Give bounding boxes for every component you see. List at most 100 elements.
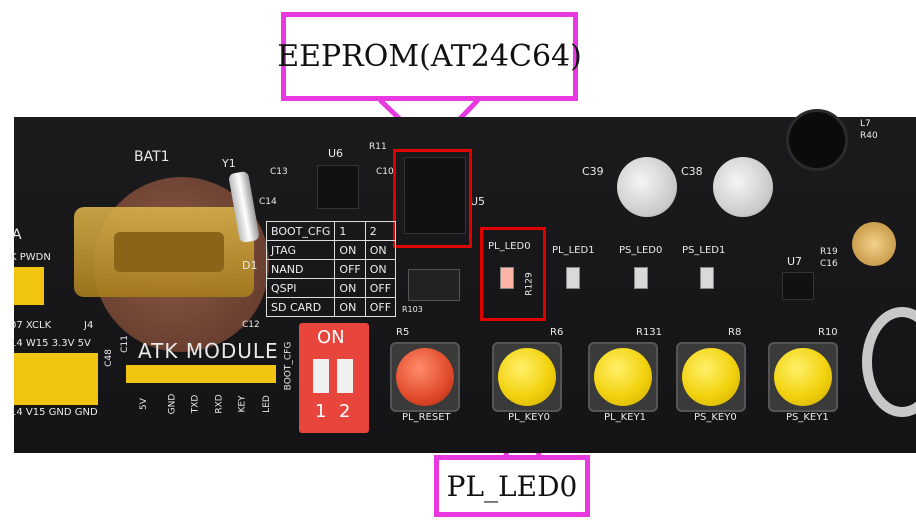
button-label: PL_KEY0 bbox=[508, 412, 550, 423]
bat-label: BAT1 bbox=[134, 149, 170, 165]
boot-row-sw2: ON bbox=[364, 259, 397, 279]
led-ps-led0 bbox=[634, 267, 648, 289]
r19-label: R19 bbox=[820, 247, 838, 257]
button-res-label: R8 bbox=[728, 327, 742, 338]
c12-label: C12 bbox=[242, 320, 260, 330]
pcb-board: BAT1 Y1 U6 R11 C10 C13 C14 U5 BOOT_CFG 1… bbox=[10, 109, 916, 453]
u6-label: U6 bbox=[328, 147, 344, 160]
boot-row-sw2: ON bbox=[364, 240, 397, 260]
led-ps-led1 bbox=[700, 267, 714, 289]
atk-pin-label: KEY bbox=[237, 395, 248, 413]
header-left-bottom bbox=[14, 353, 98, 405]
boot-row-sw1: ON bbox=[334, 297, 366, 317]
l7-label: L7 bbox=[860, 119, 871, 129]
eeprom-chip-u5 bbox=[404, 157, 466, 234]
button-res-label: R6 bbox=[550, 327, 564, 338]
cap-c38 bbox=[713, 157, 773, 217]
eeprom-callout-label: EEPROM(AT24C64) bbox=[277, 39, 582, 74]
button-res-label: R131 bbox=[636, 327, 663, 338]
c11-label: C11 bbox=[119, 335, 130, 353]
boot-header-label: BOOT_CFG bbox=[265, 221, 336, 241]
led-label: PL_LED0 bbox=[488, 241, 531, 252]
atk-pin-label: GND bbox=[167, 393, 178, 415]
pl-key0-button[interactable] bbox=[492, 342, 562, 412]
eeprom-highlight-box bbox=[393, 149, 472, 248]
button-label: PL_RESET bbox=[402, 412, 451, 423]
eeprom-callout: EEPROM(AT24C64) bbox=[277, 12, 582, 101]
boot-cfg-vertical-label: BOOT_CFG bbox=[283, 341, 294, 391]
header-left-top bbox=[14, 267, 44, 305]
y1-label: Y1 bbox=[222, 157, 236, 170]
c16-label: C16 bbox=[820, 259, 838, 269]
dip-on-label: ON bbox=[317, 327, 345, 348]
boot-row-mode: JTAG bbox=[265, 240, 336, 260]
pl-key1-button[interactable] bbox=[588, 342, 658, 412]
pl-key1-button-cap bbox=[594, 348, 652, 406]
dip-slot-1 bbox=[313, 359, 329, 393]
button-res-label: R5 bbox=[396, 327, 410, 338]
pl-key0-button-cap bbox=[498, 348, 556, 406]
boot-row-sw1: ON bbox=[334, 240, 366, 260]
left-a-label: A bbox=[12, 227, 22, 243]
c39-label: C39 bbox=[582, 165, 604, 178]
boot-row-sw2: OFF bbox=[364, 297, 397, 317]
r11-label: R11 bbox=[369, 142, 387, 152]
cap-c39 bbox=[617, 157, 677, 217]
ps-key1-button[interactable] bbox=[768, 342, 838, 412]
corner-logo bbox=[862, 307, 916, 417]
button-label: PS_KEY1 bbox=[786, 412, 829, 423]
atk-module-title: ATK MODULE bbox=[138, 339, 279, 363]
c14-label: C14 bbox=[259, 197, 277, 207]
boot-config-table: BOOT_CFG 1 2 JTAG ON ON NAND OFF ON QSPI… bbox=[265, 221, 397, 317]
c10-label: C10 bbox=[376, 167, 394, 177]
c48-label: C48 bbox=[103, 349, 114, 367]
led-label: PL_LED1 bbox=[552, 245, 595, 256]
brass-standoff bbox=[852, 222, 896, 266]
r103-label: R103 bbox=[402, 305, 423, 314]
atk-pin-label: TXD bbox=[190, 394, 201, 414]
boot-row-sw1: ON bbox=[334, 278, 366, 298]
u7-label: U7 bbox=[787, 255, 803, 268]
atk-pin-label: RXD bbox=[214, 394, 225, 414]
left-pwdn-label: K PWDN bbox=[10, 252, 51, 263]
atk-pin-label: 5V bbox=[138, 398, 149, 410]
j4-label: J4 bbox=[84, 320, 94, 331]
d1-label: D1 bbox=[242, 259, 258, 272]
led-label: PS_LED1 bbox=[682, 245, 726, 256]
c13-label: C13 bbox=[270, 167, 288, 177]
atk-module-header bbox=[126, 365, 276, 383]
chip-u6 bbox=[317, 165, 359, 209]
button-res-label: R10 bbox=[818, 327, 838, 338]
boot-row-mode: SD CARD bbox=[265, 297, 336, 317]
r40-label: R40 bbox=[860, 131, 878, 141]
led-pl-led1 bbox=[566, 267, 580, 289]
resistor-array bbox=[408, 269, 460, 301]
ps-key0-button-cap bbox=[682, 348, 740, 406]
battery-clip-inner bbox=[114, 232, 224, 272]
atk-pin-label: LED bbox=[261, 395, 272, 413]
pl-reset-button[interactable] bbox=[390, 342, 460, 412]
ps-key0-button[interactable] bbox=[676, 342, 746, 412]
c38-label: C38 bbox=[681, 165, 703, 178]
boot-header-2: 2 bbox=[364, 221, 397, 241]
dip-slot-2 bbox=[337, 359, 353, 393]
pl-led0-highlight-box bbox=[480, 227, 546, 321]
pl-reset-button-cap bbox=[396, 348, 454, 406]
boot-row-sw1: OFF bbox=[334, 259, 366, 279]
button-label: PS_KEY0 bbox=[694, 412, 737, 423]
boot-header-1: 1 bbox=[334, 221, 366, 241]
dip-2-label: 2 bbox=[339, 401, 351, 422]
ps-key1-button-cap bbox=[774, 348, 832, 406]
boot-row-mode: NAND bbox=[265, 259, 336, 279]
boot-row-sw2: OFF bbox=[364, 278, 397, 298]
u5-label: U5 bbox=[470, 195, 486, 208]
led-pl-led0 bbox=[500, 267, 514, 289]
left-bottom-row-label: 14 V15 GND GND bbox=[10, 407, 98, 418]
dip-1-label: 1 bbox=[315, 401, 327, 422]
dip-switch[interactable]: ON 1 2 bbox=[299, 323, 369, 433]
led-label: PS_LED0 bbox=[619, 245, 663, 256]
button-label: PL_KEY1 bbox=[604, 412, 646, 423]
chip-u7 bbox=[782, 272, 814, 300]
left-xclk-label: 07 XCLK bbox=[10, 320, 52, 331]
boot-row-mode: QSPI bbox=[265, 278, 336, 298]
